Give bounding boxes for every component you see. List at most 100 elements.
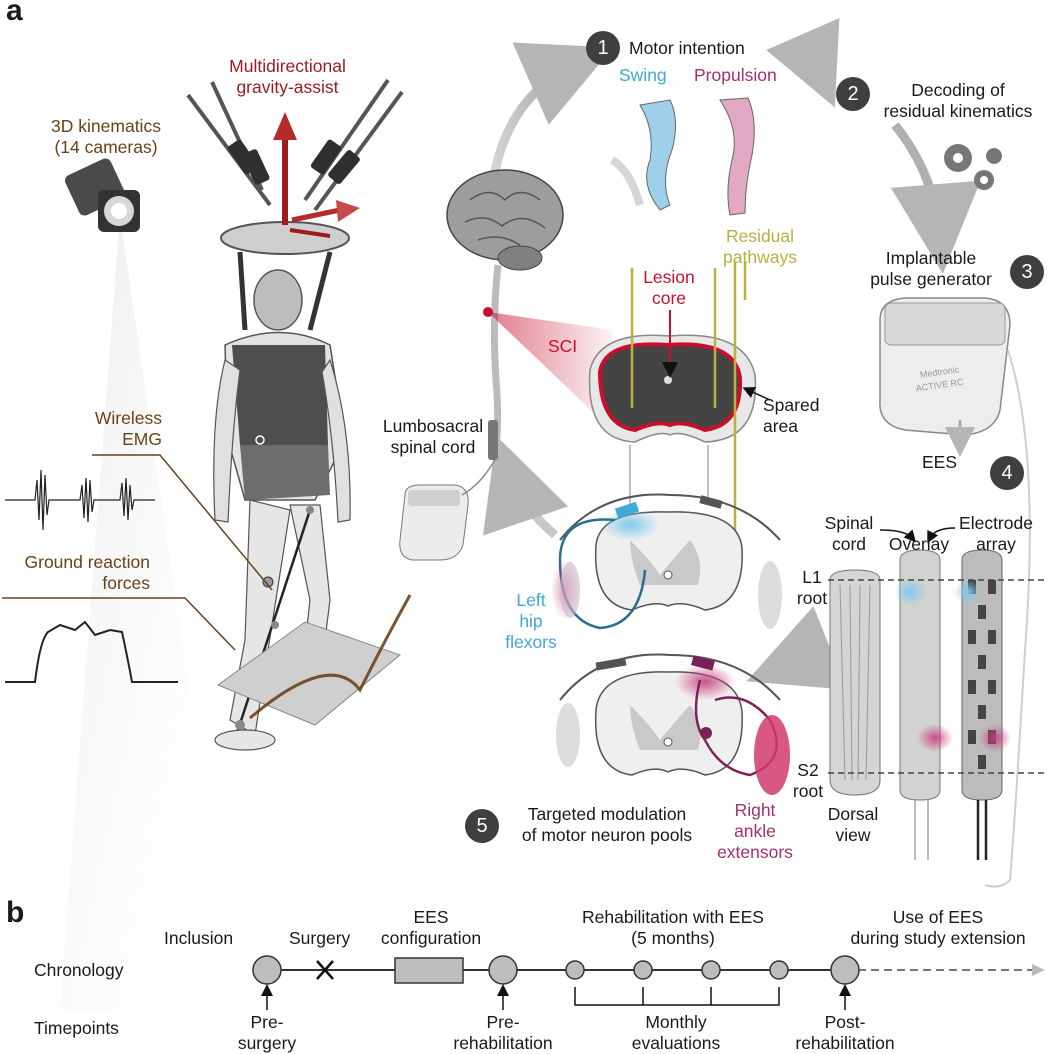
pre-rehab-line2: rehabilitation: [453, 1033, 553, 1053]
grf-trace: [5, 620, 178, 683]
lumbosacral-electrode: [488, 420, 498, 460]
emg-line2: EMG: [122, 429, 162, 449]
lesion-core-line2: core: [651, 288, 687, 308]
harness-straps: [237, 251, 333, 331]
electrode-line1: Electrode: [959, 513, 1033, 533]
monthly-marker-4: [769, 960, 789, 980]
kinematics-line2: (14 cameras): [54, 137, 158, 157]
pre-surgery-label: Pre- surgery: [230, 1012, 304, 1054]
step-2-badge: 2: [836, 77, 870, 111]
dorsal-view-label: Dorsal view: [818, 804, 888, 846]
step-5-badge: 5: [465, 809, 499, 843]
step-3-badge: 3: [1010, 255, 1044, 289]
spared-line2: area: [763, 416, 799, 436]
timepoints-row-label: Timepoints: [34, 1018, 119, 1038]
rehab-line1: Rehabilitation with EES: [582, 907, 764, 927]
cycle-arrow-return: [482, 435, 569, 539]
targeted-line1: Targeted modulation: [527, 804, 687, 824]
propulsion-label: Propulsion: [694, 65, 777, 85]
monthly-marker-2: [633, 960, 653, 980]
ankle-line3: extensors: [717, 842, 793, 862]
ground-forces-label: Ground reaction forces: [0, 552, 151, 594]
spared-area-arrow: [742, 387, 771, 401]
electrode-array: [954, 549, 1011, 860]
subject-figure: [213, 269, 351, 751]
ipg-label: Implantable pulse generator: [852, 248, 1010, 290]
force-plate: [216, 621, 402, 726]
legs-swing-icon: [609, 99, 676, 211]
overlay-column: [894, 549, 953, 860]
cycle-arrow-up: [487, 42, 613, 189]
decoding-gears-icon: [944, 144, 1002, 190]
cycle-arrow-stim: [746, 606, 847, 690]
extension-line1: Use of EES: [892, 907, 984, 927]
timeline: [160, 955, 1045, 1010]
pre-rehab-marker: [488, 955, 518, 985]
gravity-assist-label: Multidirectional gravity-assist: [200, 56, 375, 98]
l1-line1: L1: [802, 567, 822, 587]
surgery-label: Surgery: [289, 928, 351, 948]
dorsal-line1: Dorsal: [827, 804, 879, 824]
s2-line1: S2: [797, 760, 819, 780]
extension-line2: during study extension: [850, 928, 1026, 948]
inclusion-marker: [252, 955, 282, 985]
spinal-cord-column: [829, 569, 881, 796]
hip-line2: hip: [519, 611, 543, 631]
study-extension-label: Use of EES during study extension: [830, 907, 1046, 949]
hip-line1: Left: [516, 590, 546, 610]
legs-propulsion-icon: [719, 97, 755, 216]
post-rehab-marker: [830, 955, 860, 985]
ground-force-trajectory: [249, 594, 412, 720]
spared-line1: Spared: [763, 395, 820, 415]
residual-pathway-lines: [630, 262, 747, 575]
overlay-column-label: Overlay: [888, 534, 950, 554]
ground-forces-line2: forces: [102, 573, 150, 593]
sci-cone: [488, 312, 612, 430]
configuration-box: [394, 957, 464, 984]
robotic-cables: [186, 78, 404, 212]
lumbosacral-line1: Lumbosacral: [382, 416, 484, 436]
panel-label-a: a: [6, 0, 23, 27]
camera-icon: [65, 158, 140, 232]
config-line2: configuration: [380, 928, 482, 948]
s2-root-label: S2 root: [790, 760, 826, 802]
camera-field-of-view: [60, 215, 235, 1010]
ipg-large-icon: Medtronic ACTIVE RC: [879, 297, 1011, 436]
left-hip-flexors-label: Left hip flexors: [500, 590, 562, 653]
gravity-assist-line2: gravity-assist: [236, 77, 339, 97]
ees-configuration-label: EES configuration: [368, 907, 494, 949]
targeted-modulation-label: Targeted modulation of motor neuron pool…: [502, 804, 712, 846]
pre-surgery-line2: surgery: [237, 1033, 297, 1053]
spared-area-label: Spared area: [763, 395, 819, 437]
spinal-cord-column-label: Spinal cord: [818, 513, 880, 555]
lesion-core-label: Lesion core: [634, 267, 704, 309]
lesion-dot: [483, 307, 493, 317]
gravity-assist-line1: Multidirectional: [229, 56, 346, 76]
chronology-row-label: Chronology: [34, 960, 124, 980]
ipg-small-icon: [399, 459, 496, 561]
decoding-line2: residual kinematics: [883, 101, 1033, 121]
emg-line1: Wireless: [94, 408, 162, 428]
motor-intention-label: Motor intention: [629, 38, 745, 58]
step-1-badge: 1: [586, 31, 620, 65]
decoding-line1: Decoding of: [911, 80, 1005, 100]
lesion-core-line1: Lesion: [643, 267, 695, 287]
monthly-evaluations-label: Monthly evaluations: [620, 1012, 732, 1054]
pre-surgery-line1: Pre-: [250, 1012, 284, 1032]
monthly-marker-1: [565, 960, 585, 980]
rehab-line2: (5 months): [631, 928, 715, 948]
overlay-arrow-left: [879, 529, 916, 543]
post-rehab-line2: rehabilitation: [795, 1033, 895, 1053]
monthly-marker-3: [701, 960, 721, 980]
rehabilitation-label: Rehabilitation with EES (5 months): [558, 907, 788, 949]
gravity-assist-arrows-icon: [273, 112, 360, 238]
config-line1: EES: [413, 907, 449, 927]
sci-label: SCI: [548, 336, 578, 356]
pre-rehab-line1: Pre-: [486, 1012, 520, 1032]
inclusion-label: Inclusion: [164, 928, 234, 948]
brain-icon: [446, 169, 564, 271]
electrode-line2: array: [976, 534, 1016, 554]
swing-label: Swing: [619, 65, 667, 85]
emg-trace: [5, 469, 155, 531]
